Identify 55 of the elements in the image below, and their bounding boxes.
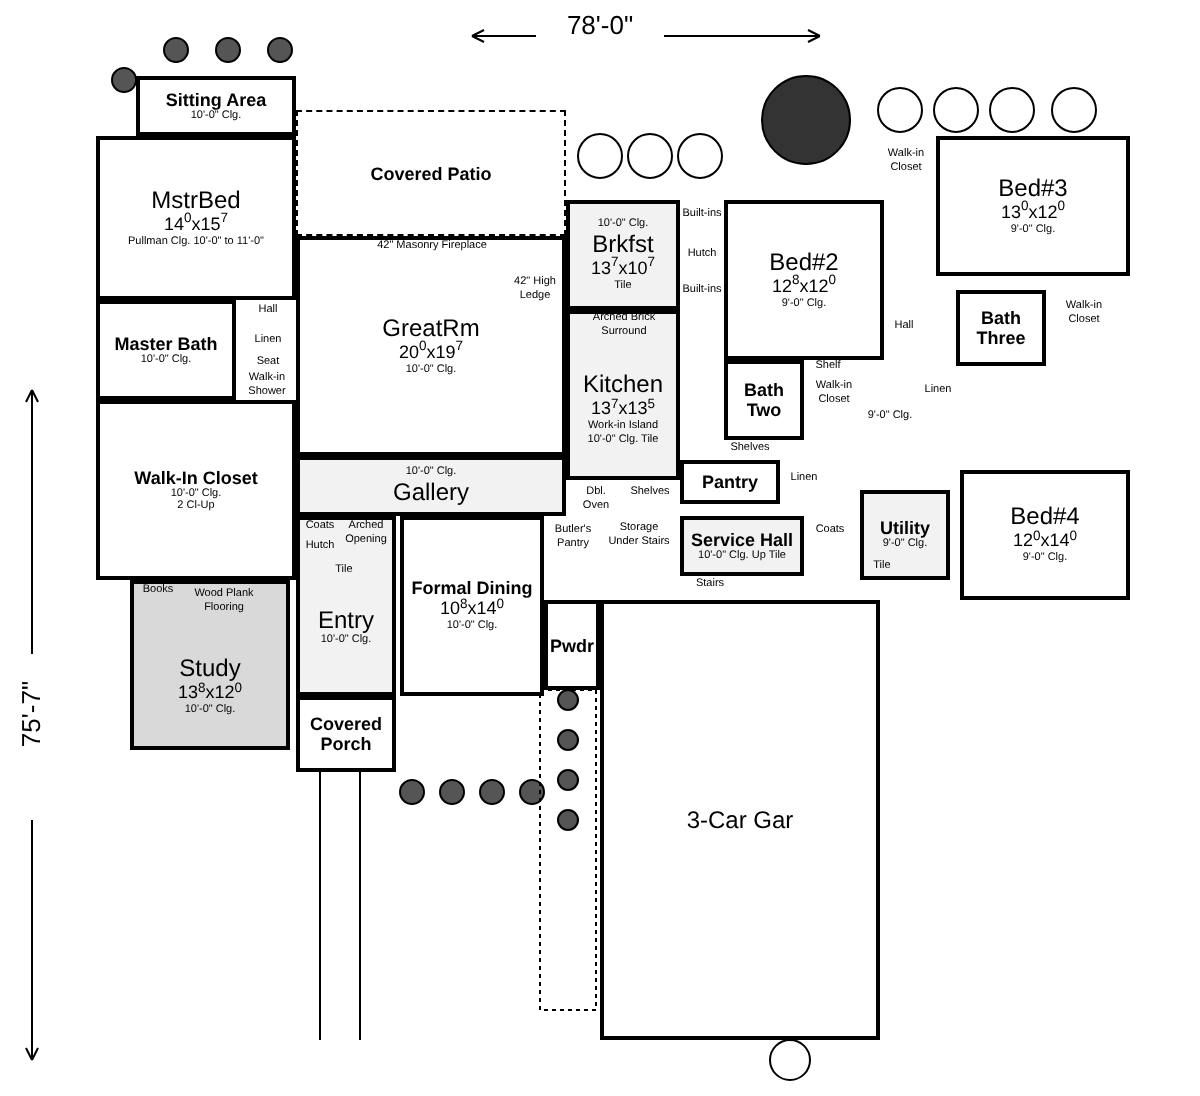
room-size: 13$^{7}$x10$^{7}$ [590,257,656,279]
room-outline [600,600,880,1040]
room-name: Bath Three [974,308,1028,348]
room-name: Pantry [701,472,758,492]
room-outline [296,696,396,772]
room-outline [130,580,290,750]
room-size: 20$^{0}$x19$^{7}$ [398,341,464,364]
room-outline [296,516,396,696]
room-outline [96,400,296,580]
room-outline [936,136,1130,276]
room-outline [680,460,780,504]
room-name: Sitting Area [165,89,267,110]
room-name: Walk-In Closet [134,467,258,487]
room-name: Bed#3 [998,175,1068,202]
room-outline [544,600,600,690]
room-name: Service Hall [690,529,794,550]
room-name: GreatRm [382,315,480,342]
room-size: 13$^{0}$x12$^{0}$ [1000,201,1066,224]
room-size: 12$^{0}$x14$^{0}$ [1012,530,1078,552]
room-name: Utility [879,518,930,539]
room-size: 10$^{8}$x14$^{0}$ [439,598,505,620]
room-name: Kitchen [582,372,664,398]
room-size: 14$^{0}$x15$^{7}$ [163,213,229,236]
room-size: 13$^{8}$x12$^{0}$ [177,682,243,704]
room-outline [860,490,950,580]
room-outline [960,470,1130,600]
room-outline [956,290,1046,366]
room-outline [724,200,884,360]
room-name: Entry [317,608,374,635]
room-outline [296,236,566,456]
room-outline [296,110,566,236]
room-outline [136,76,296,136]
room-name: Bed#2 [769,249,839,276]
room-size: 12$^{8}$x12$^{0}$ [771,275,837,298]
room-name: Gallery [392,479,469,506]
room-name: Master Bath [114,333,218,354]
room-name: Brkfst [592,231,654,257]
room-name: Formal Dining [411,578,533,599]
room-name: MstrBed [151,187,241,214]
room-name: Bed#4 [1010,504,1080,531]
room-name: Pwdr [549,635,594,655]
room-name: Bath Two [742,380,786,420]
room-outline [566,200,680,310]
room-name: 3-Car Gar [686,807,794,833]
room-outline [96,300,236,400]
room-outline [724,360,804,440]
room-outline [566,310,680,480]
room-outline [96,136,296,300]
room-name: Study [179,656,241,683]
room-outline [296,456,566,516]
room-outline [400,516,544,696]
room-name: Covered Patio [370,163,492,183]
room-name: Covered Porch [307,714,384,754]
room-size: 13$^{7}$x13$^{5}$ [590,398,656,420]
room-outline [680,516,804,576]
